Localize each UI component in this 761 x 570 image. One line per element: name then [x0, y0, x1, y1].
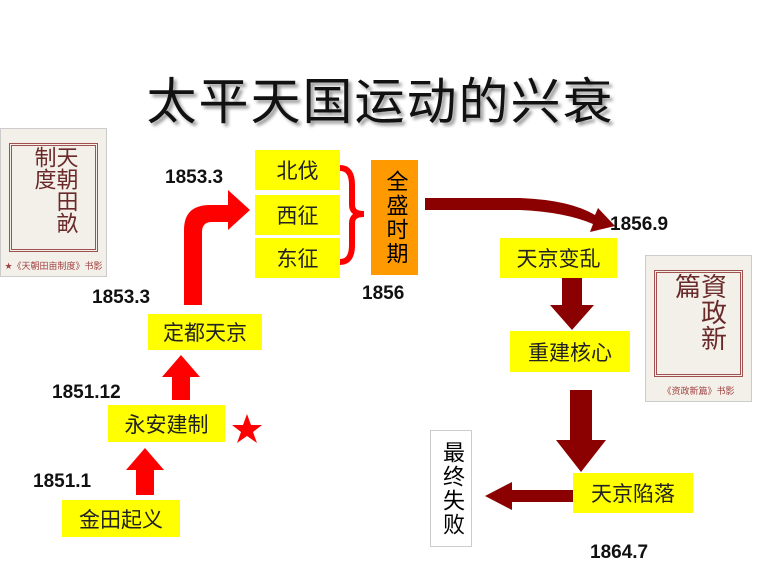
book-title: 資政新篇: [670, 273, 727, 351]
event-shibai: 最终失败: [430, 430, 472, 547]
event-jintian: 金田起义: [62, 500, 180, 537]
arrow-left-icon: [485, 482, 573, 510]
book-caption: 《资政新篇》书影: [662, 387, 735, 397]
arrow-down-icon: [550, 278, 594, 330]
arrow-down-icon: [556, 390, 606, 472]
event-dongzheng: 东征: [255, 238, 340, 278]
curved-arrow-icon: [425, 198, 615, 232]
book-image-zizheng: 資政新篇 《资政新篇》书影: [645, 255, 752, 402]
event-quansheng: 全盛时期: [371, 160, 418, 275]
date-label: 1853.3: [92, 287, 151, 308]
event-xizheng: 西征: [255, 195, 340, 235]
arrow-up-icon: [126, 448, 164, 495]
event-beifa: 北伐: [255, 150, 340, 190]
event-xianluo: 天京陷落: [573, 473, 693, 513]
book-title: 天朝田畝制度: [30, 146, 78, 234]
event-bianluan: 天京变乱: [500, 238, 617, 278]
curved-arrow-icon: [184, 190, 250, 305]
event-yongan: 永安建制: [108, 405, 225, 442]
date-label: 1853.3: [165, 167, 224, 188]
date-label: 1856: [362, 283, 405, 304]
star-icon: [232, 414, 262, 443]
date-label: 1864.7: [590, 542, 649, 563]
date-label: 1856.9: [610, 214, 669, 235]
date-label: 1851.12: [52, 382, 121, 403]
event-dingdu: 定都天京: [148, 314, 262, 350]
arrow-up-icon: [162, 355, 200, 400]
book-caption: ★《天朝田亩制度》书影: [4, 262, 103, 272]
slide-title: 太平天国运动的兴衰: [146, 73, 615, 131]
book-image-tianchao: 天朝田畝制度 ★《天朝田亩制度》书影: [0, 128, 107, 277]
brace-icon: [339, 165, 365, 265]
event-chongjian: 重建核心: [510, 331, 630, 372]
date-label: 1851.1: [33, 471, 92, 492]
